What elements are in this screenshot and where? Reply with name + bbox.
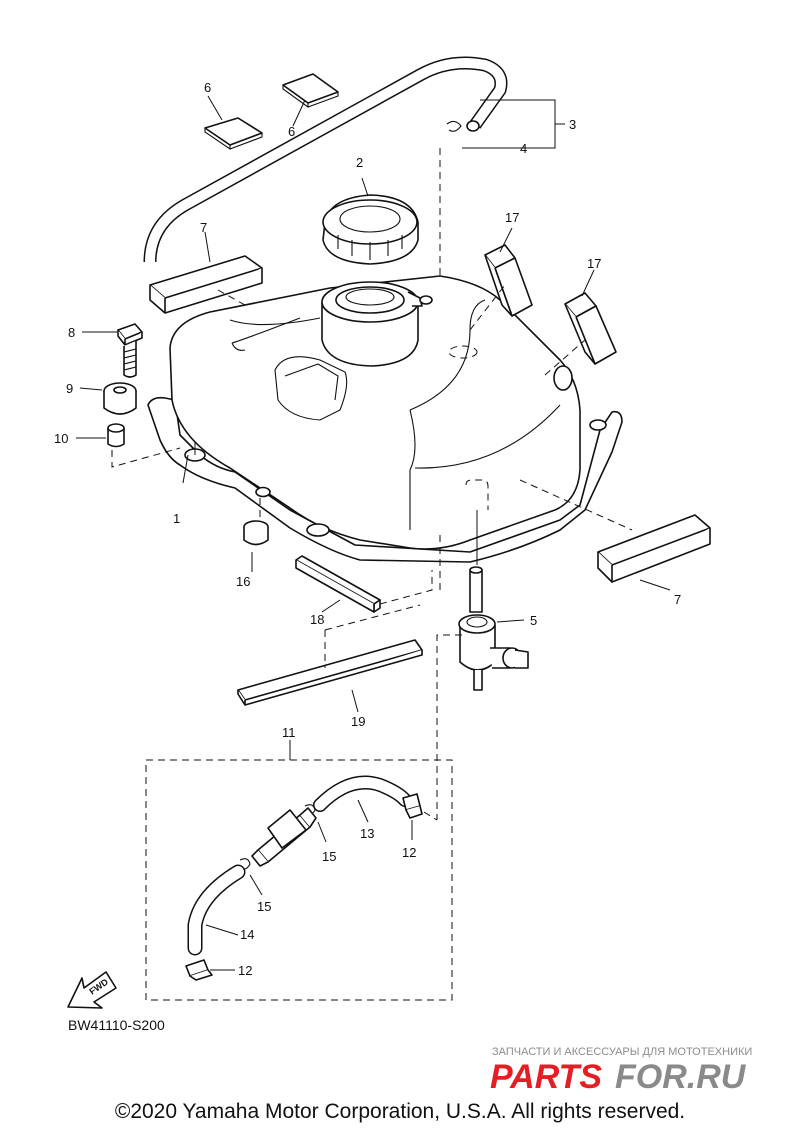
callout-18: 18 xyxy=(310,612,324,627)
callout-5: 5 xyxy=(530,613,537,628)
callout-13: 13 xyxy=(360,826,374,841)
callout-17b: 17 xyxy=(587,256,601,271)
clamp-12-lower[interactable] xyxy=(185,959,213,981)
watermark-logo-a: PARTS xyxy=(490,1058,602,1096)
hose-clip-4[interactable] xyxy=(446,120,462,132)
callout-4: 4 xyxy=(520,141,527,156)
pad-17-left[interactable] xyxy=(484,244,533,317)
bolt-8[interactable] xyxy=(117,323,143,378)
callout-1: 1 xyxy=(173,511,180,526)
watermark: ЗАПЧАСТИ И АКСЕССУАРЫ ДЛЯ МОТОТЕХНИКИ PA… xyxy=(490,1046,752,1096)
pad-6-left[interactable] xyxy=(204,117,263,151)
fuel-tank[interactable] xyxy=(147,275,623,563)
callout-6a: 6 xyxy=(204,80,211,95)
sheet-19[interactable] xyxy=(237,639,423,706)
pad-17-right[interactable] xyxy=(564,292,617,365)
diagram-code: BW41110-S200 xyxy=(68,1017,165,1033)
hose-14[interactable] xyxy=(187,864,246,956)
callout-17a: 17 xyxy=(505,210,519,225)
watermark-logo-b: FOR.RU xyxy=(615,1058,747,1096)
callout-9: 9 xyxy=(66,381,73,396)
fuel-cock[interactable] xyxy=(458,566,529,691)
fuel-filter[interactable] xyxy=(251,807,317,867)
callout-14: 14 xyxy=(240,927,254,942)
fuel-hose-kit-box xyxy=(145,759,453,1001)
callout-2: 2 xyxy=(356,155,363,170)
damper-16[interactable] xyxy=(243,520,269,546)
pad-6-right[interactable] xyxy=(282,73,339,109)
breather-hose[interactable] xyxy=(143,56,508,263)
side-pad-7-right[interactable] xyxy=(597,514,711,583)
copyright: ©2020 Yamaha Motor Corporation, U.S.A. A… xyxy=(114,1100,686,1123)
callout-10: 10 xyxy=(54,431,68,446)
callout-12b: 12 xyxy=(238,963,252,978)
callout-3: 3 xyxy=(569,117,576,132)
collar-10[interactable] xyxy=(107,423,125,448)
callout-15b: 15 xyxy=(257,899,271,914)
hose-13[interactable] xyxy=(313,775,412,812)
callout-6b: 6 xyxy=(288,124,295,139)
side-pad-7-left[interactable] xyxy=(149,255,263,314)
callout-19: 19 xyxy=(351,714,365,729)
fuel-cap[interactable] xyxy=(322,194,419,265)
callout-15a: 15 xyxy=(322,849,336,864)
callout-12a: 12 xyxy=(402,845,416,860)
strip-18[interactable] xyxy=(295,555,381,613)
watermark-tagline: ЗАПЧАСТИ И АКСЕССУАРЫ ДЛЯ МОТОТЕХНИКИ xyxy=(492,1046,752,1058)
callout-7b: 7 xyxy=(674,592,681,607)
damper-9[interactable] xyxy=(103,382,137,415)
clamp-12-upper[interactable] xyxy=(402,793,423,819)
callout-16: 16 xyxy=(236,574,250,589)
callout-7a: 7 xyxy=(200,220,207,235)
callout-8: 8 xyxy=(68,325,75,340)
fwd-arrow-icon: FWD xyxy=(67,971,117,1009)
callout-11: 11 xyxy=(282,725,296,740)
